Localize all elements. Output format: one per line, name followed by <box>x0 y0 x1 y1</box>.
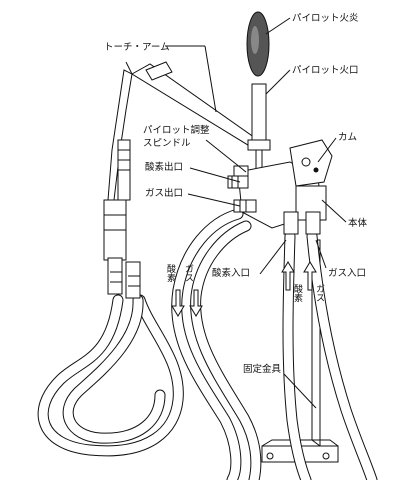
label-pilot-adjust-line1: パイロット調整 <box>143 124 210 136</box>
label-gas-outlet: ガス出口 <box>145 187 183 199</box>
flow-label-left-gas: ガス <box>183 264 194 282</box>
flow-arrows <box>171 261 317 317</box>
flow-label-right-oxygen: 酸素 <box>292 284 303 302</box>
flow-label-right-gas: ガス <box>314 284 325 302</box>
label-torch-arm: トーチ・アーム <box>104 42 170 53</box>
label-oxygen-inlet: 酸素入口 <box>212 267 250 279</box>
valve-body-drawing <box>227 139 333 235</box>
label-pilot-adjust-line2: スピンドル <box>143 138 191 149</box>
label-oxygen-outlet: 酸素出口 <box>145 161 183 173</box>
label-fixing-bracket: 固定金具 <box>243 363 282 375</box>
label-gas-inlet: ガス入口 <box>328 268 366 279</box>
label-pilot-nozzle: パイロット火口 <box>292 65 359 76</box>
label-pilot-flame: パイロット火炎 <box>292 13 359 24</box>
pilot-nozzle-drawing <box>247 83 271 177</box>
label-cam: カム <box>338 132 357 143</box>
flow-label-left-oxygen: 酸素 <box>165 264 176 282</box>
flame-highlight <box>251 26 259 54</box>
label-body: 本体 <box>348 217 368 229</box>
leader-lines <box>165 17 347 409</box>
